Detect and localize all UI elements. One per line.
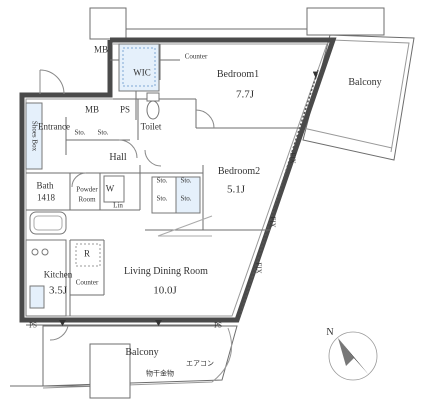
toilet-fixture	[146, 92, 160, 102]
wic-area	[118, 43, 160, 92]
closet-b2-left	[151, 176, 177, 214]
stove-burner-1	[31, 248, 39, 256]
kitchen-sink	[29, 285, 45, 309]
fridge-space	[75, 243, 101, 267]
exterior-wall	[19, 37, 337, 323]
toilet-bowl	[146, 100, 160, 120]
top-column-left	[89, 7, 127, 40]
balcony-lower	[42, 325, 238, 387]
washbasin	[103, 175, 125, 203]
closet-b2-right	[175, 176, 201, 214]
balcony-upper	[302, 34, 415, 161]
compass-icon	[328, 331, 378, 381]
top-column-right	[306, 7, 385, 36]
shoes-box-area	[25, 102, 43, 170]
stove-burner-2	[41, 248, 49, 256]
bottom-column	[89, 343, 131, 399]
